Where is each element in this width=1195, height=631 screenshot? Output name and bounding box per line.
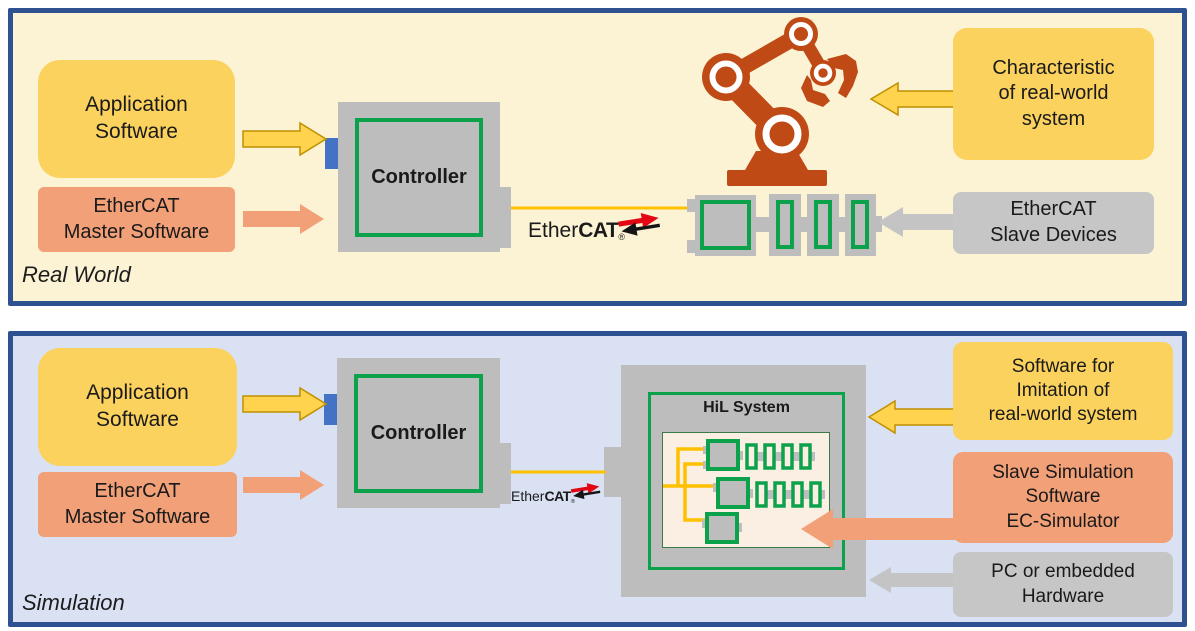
hil-simulation-board: [662, 432, 830, 548]
hil-green-frame: [648, 392, 845, 570]
ethercat-logo-prefix: Ether: [528, 219, 579, 242]
application-software-box-sim: Application Software: [38, 348, 237, 466]
ethercat-logo-real: EtherCAT®: [528, 212, 661, 243]
ethercat-logo-brand: CAT: [578, 219, 619, 242]
ethercat-master-box-sim: EtherCAT Master Software: [38, 472, 237, 537]
characteristic-box: Characteristic of real-world system: [953, 28, 1154, 160]
controller-output-port: [500, 443, 511, 504]
hil-system-title: HiL System: [703, 399, 790, 416]
hil-input-port: [604, 447, 621, 497]
slave-devices-box: EtherCAT Slave Devices: [953, 192, 1154, 254]
registered-mark: ®: [570, 499, 576, 506]
ethercat-arrow-icon: [570, 483, 601, 500]
controller-box-real: Controller: [325, 102, 511, 252]
ethercat-master-box-real: EtherCAT Master Software: [38, 187, 235, 252]
controller-box-sim: Controller: [324, 358, 511, 508]
controller-input-connector: [325, 138, 338, 169]
controller-input-connector: [324, 394, 337, 425]
real-world-label: Real World: [22, 262, 131, 287]
registered-mark: ®: [618, 232, 625, 243]
ethercat-logo-brand: CAT: [544, 488, 571, 504]
ethercat-logo-sim: EtherCAT®: [511, 483, 601, 506]
controller-output-port: [500, 187, 511, 248]
controller-label-real: Controller: [355, 118, 483, 237]
ethercat-arrow-icon: [618, 212, 661, 236]
pc-hardware-box: PC or embedded Hardware: [953, 552, 1173, 617]
simulation-label: Simulation: [22, 590, 125, 615]
ethercat-logo-prefix: Ether: [511, 488, 545, 504]
controller-label-sim: Controller: [354, 374, 483, 493]
slave-simulation-box: Slave Simulation Software EC-Simulator: [953, 452, 1173, 543]
hil-system-box: HiL System: [604, 365, 866, 597]
imitation-software-box: Software for Imitation of real-world sys…: [953, 342, 1173, 440]
application-software-box-real: Application Software: [38, 60, 235, 178]
